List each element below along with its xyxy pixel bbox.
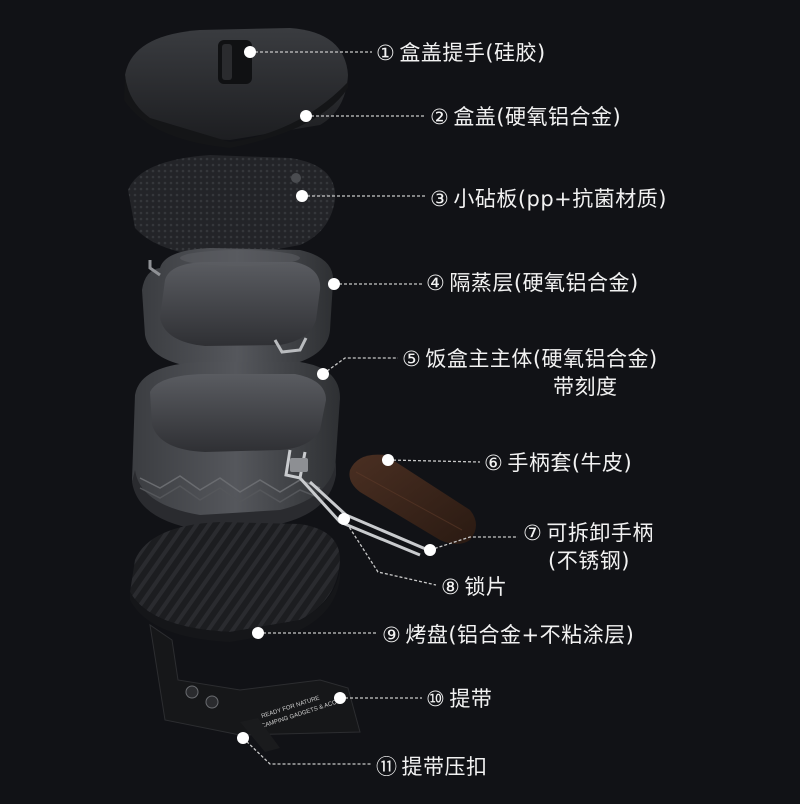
part-name: 可拆卸手柄 [546,521,654,545]
part-number: ⑪ [376,755,398,779]
part-name: 隔蒸层(硬氧铝合金) [449,271,639,295]
callout-dot-6 [382,454,394,466]
cutting-board [128,155,336,258]
callout-dot-5 [317,368,329,380]
part-number: ⑧ [441,575,461,599]
leader-line-11 [242,737,372,765]
part-number: ③ [430,187,450,211]
callout-dot-11 [237,732,249,744]
part-number: ④ [426,271,446,295]
callout-dot-10 [334,692,346,704]
part-number: ⑦ [523,521,543,545]
leader-lines [237,46,518,765]
leader-line-5 [322,357,398,375]
strap-buckle [240,718,280,752]
part-name-line2: 带刻度 [553,375,618,399]
part-name: 盒盖提手(硅胶) [399,41,546,65]
callout-dot-8 [338,513,350,525]
leader-line-6 [387,459,481,463]
part-number: ① [376,41,396,65]
part-number: ⑨ [382,623,402,647]
part-label-7-line2: (不锈钢) [548,548,630,574]
leader-line-7 [429,536,518,551]
leather-sleeve [349,454,476,544]
callout-dot-9 [252,627,264,639]
part-number: ⑥ [484,451,504,475]
callout-dot-4 [328,278,340,290]
steamer-tray [142,248,334,368]
part-name-line2: (不锈钢) [548,549,630,573]
part-name: 盒盖(硬氧铝合金) [453,105,622,129]
callout-dot-7 [424,544,436,556]
part-name: 小砧板(pp+抗菌材质) [453,187,667,211]
part-name: 提带 [449,687,493,711]
part-number: ⑩ [426,687,446,711]
leader-line-8 [343,518,437,586]
grill-pan [130,522,340,642]
part-name: 提带压扣 [401,755,488,779]
part-name: 锁片 [464,575,508,599]
callout-dot-1 [244,46,256,58]
part-label-5-line2: 带刻度 [553,374,618,400]
part-name: 手柄套(牛皮) [507,451,633,475]
lunchbox-body [132,362,340,530]
carry-strap: READY FOR NATURE CAMPING GADGETS & ACC [149,623,361,736]
part-name: 烤盘(铝合金+不粘涂层) [405,623,635,647]
lid-handle [218,40,252,84]
part-name: 饭盒主主体(硬氧铝合金) [425,347,658,371]
part-number: ⑤ [402,347,422,371]
part-number: ② [430,105,450,129]
callout-dot-2 [300,110,312,122]
callout-dot-3 [296,190,308,202]
